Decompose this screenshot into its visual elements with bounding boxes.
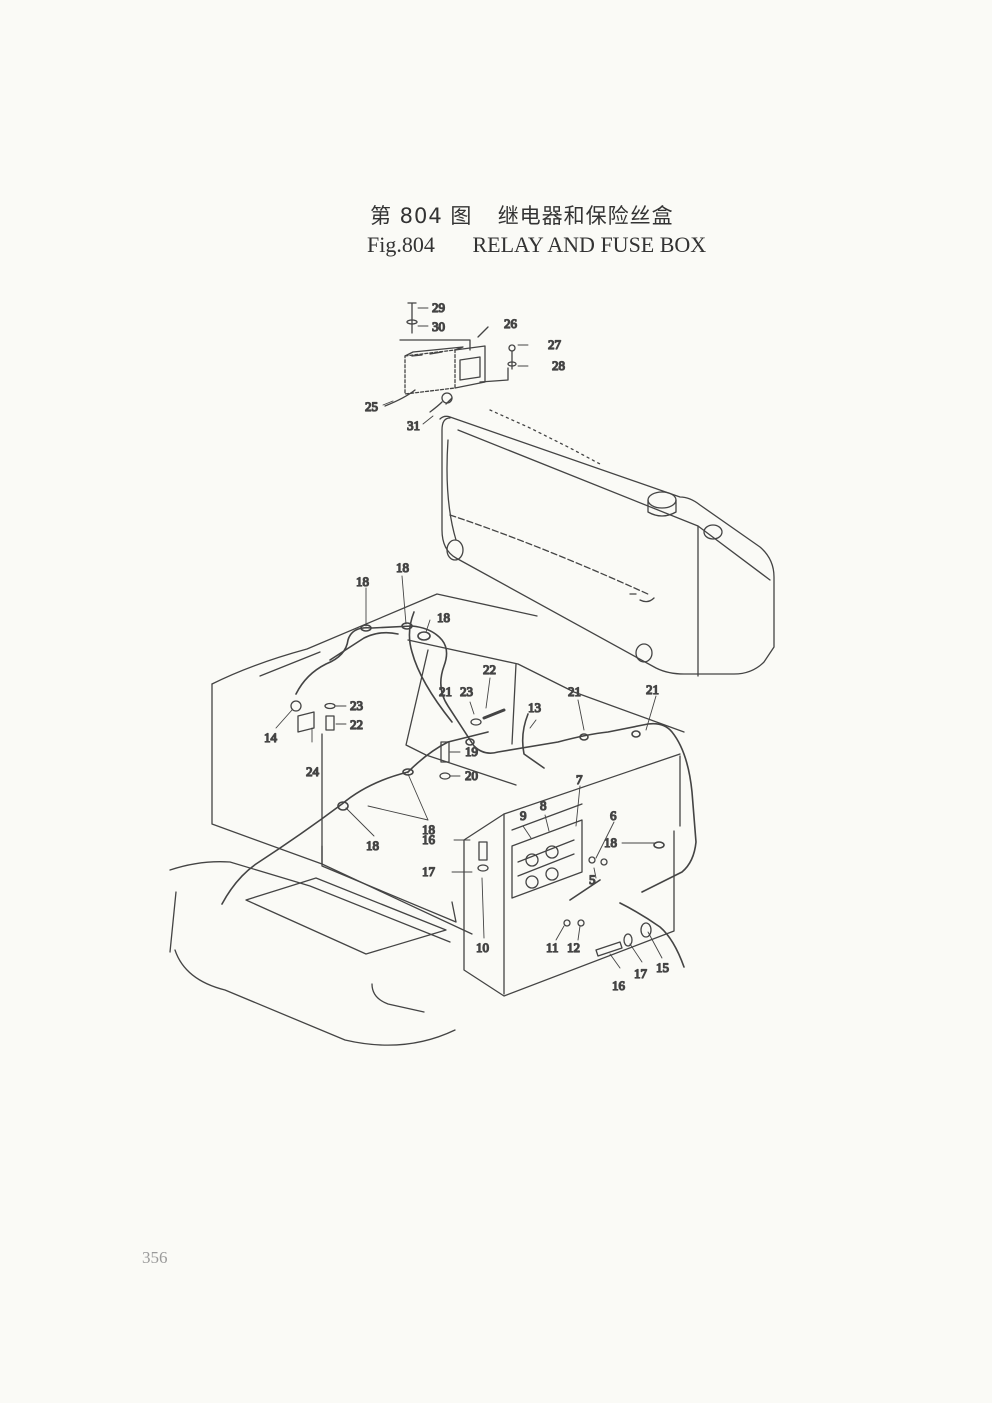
figure-title-english: Fig.804 RELAY AND FUSE BOX xyxy=(367,232,747,258)
callout-8: 8 xyxy=(540,798,547,813)
figure-number-english: Fig.804 xyxy=(367,232,435,257)
relay-assembly-drawing xyxy=(384,302,517,413)
callout-12: 12 xyxy=(567,940,580,955)
callout-18-d: 18 xyxy=(422,822,435,837)
callout-18-b: 18 xyxy=(396,560,409,575)
fuel-tank-drawing xyxy=(439,409,775,677)
figure-number-chinese: 第 804 图 xyxy=(370,204,473,228)
callout-19: 19 xyxy=(465,744,478,759)
callout-13: 13 xyxy=(528,700,541,715)
callout-17-left: 17 xyxy=(422,864,436,879)
callout-30: 30 xyxy=(432,319,445,334)
callout-18-f: 18 xyxy=(604,835,617,850)
callout-7: 7 xyxy=(576,772,583,787)
callout-leader-lines xyxy=(275,307,663,969)
callout-18-c: 18 xyxy=(437,610,450,625)
figure-caption-chinese: 继电器和保险丝盒 xyxy=(497,204,674,228)
callout-20: 20 xyxy=(465,768,478,783)
callout-16-right: 16 xyxy=(612,978,626,993)
callout-25: 25 xyxy=(365,399,378,414)
callout-21-left: 21 xyxy=(439,684,452,699)
callout-18-a: 18 xyxy=(356,574,369,589)
callout-5: 5 xyxy=(589,872,596,887)
callout-16-left: 16 xyxy=(422,832,436,847)
wiring-harness-drawing xyxy=(221,611,697,968)
callout-21-right: 21 xyxy=(646,682,659,697)
callout-31: 31 xyxy=(407,418,420,433)
figure-caption-english: RELAY AND FUSE BOX xyxy=(472,232,707,257)
callout-24: 24 xyxy=(306,764,320,779)
callout-10: 10 xyxy=(476,940,489,955)
callout-18-e: 18 xyxy=(366,838,379,853)
callout-11: 11 xyxy=(546,940,559,955)
callout-22-left: 22 xyxy=(350,717,363,732)
callout-21-center: 21 xyxy=(568,684,581,699)
callout-26: 26 xyxy=(504,316,518,331)
callout-14: 14 xyxy=(264,730,278,745)
callout-9: 9 xyxy=(520,808,527,823)
chassis-compartment-drawing xyxy=(169,593,685,1046)
page-number: 356 xyxy=(142,1248,168,1267)
callout-labels: 29 30 26 27 28 25 31 18 18 18 14 23 22 2… xyxy=(263,299,669,993)
callout-23-left: 23 xyxy=(350,698,363,713)
callout-23-right: 23 xyxy=(460,684,473,699)
callout-29: 29 xyxy=(432,300,445,315)
callout-15: 15 xyxy=(656,960,669,975)
callout-27: 27 xyxy=(548,337,562,352)
callout-22-right: 22 xyxy=(483,662,496,677)
callout-17-right: 17 xyxy=(634,966,648,981)
callout-6: 6 xyxy=(610,808,617,823)
figure-title-chinese: 第 804 图 继电器和保险丝盒 xyxy=(370,200,730,230)
hardware-parts-drawing xyxy=(290,397,652,957)
callout-28: 28 xyxy=(552,358,565,373)
